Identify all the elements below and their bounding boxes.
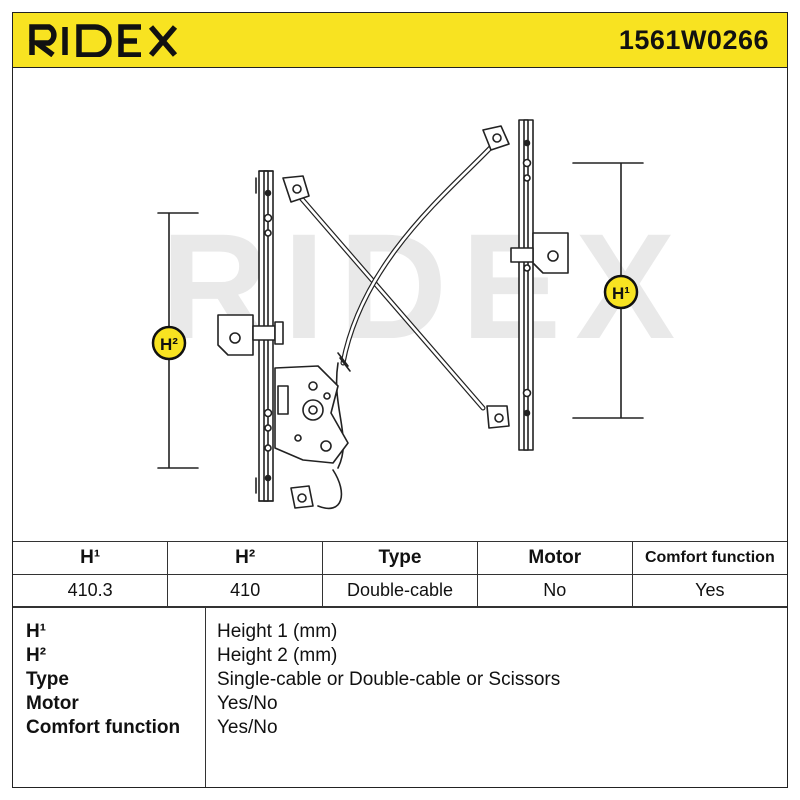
value-type: Double-cable: [322, 574, 478, 607]
product-sheet: 1561W0266 RIDEX: [12, 12, 788, 788]
h2-label: H²: [160, 335, 178, 354]
drive-unit: [274, 352, 351, 464]
col-h2: H²: [167, 541, 324, 575]
legend-key: Comfort function: [26, 717, 181, 738]
legend-row: Type Single-cable or Double-cable or Sci…: [13, 668, 787, 692]
cables: [298, 140, 498, 509]
pulleys: [282, 125, 510, 509]
value-motor: No: [476, 574, 633, 607]
col-type: Type: [322, 541, 478, 575]
regulator-svg: RIDEX: [151, 119, 675, 509]
value-comfort-function: Yes: [631, 574, 787, 607]
spec-header-row: H¹ H² Type Motor Comfort function: [13, 541, 787, 575]
legend-value: Height 1 (mm): [217, 621, 338, 642]
legend-row: Comfort function Yes/No: [13, 716, 787, 740]
legend-value: Single-cable or Double-cable or Scissors: [217, 669, 561, 690]
part-number: 1561W0266: [618, 25, 769, 55]
right-rail: [518, 119, 534, 451]
value-h2: 410: [167, 574, 324, 607]
col-h1: H¹: [13, 541, 169, 575]
glass-clamp-left: [217, 314, 284, 356]
legend-key: H²: [26, 645, 47, 666]
legend-divider: [205, 608, 206, 787]
ridex-logo: [29, 24, 178, 57]
h2-badge: H²: [151, 325, 187, 361]
window-regulator-drawing: RIDEX: [13, 68, 787, 541]
legend-value: Yes/No: [217, 693, 278, 714]
legend: H¹ Height 1 (mm) H² Height 2 (mm) Type S…: [13, 607, 787, 787]
legend-row: Motor Yes/No: [13, 692, 787, 716]
legend-key: Motor: [26, 693, 79, 714]
legend-row: H² Height 2 (mm): [13, 644, 787, 668]
col-comfort-function: Comfort function: [631, 541, 787, 575]
legend-key: H¹: [26, 621, 47, 642]
header-bar: 1561W0266: [13, 13, 787, 68]
legend-value: Yes/No: [217, 717, 278, 738]
h1-label: H¹: [612, 284, 630, 303]
col-motor: Motor: [476, 541, 633, 575]
legend-key: Type: [26, 669, 69, 690]
legend-row: H¹ Height 1 (mm): [13, 620, 787, 644]
value-h1: 410.3: [13, 574, 169, 607]
h1-badge: H¹: [603, 274, 639, 310]
spec-value-row: 410.3 410 Double-cable No Yes: [13, 574, 787, 607]
legend-value: Height 2 (mm): [217, 645, 338, 666]
spec-table: H¹ H² Type Motor Comfort function 410.3 …: [13, 541, 787, 607]
glass-clamp-right: [510, 232, 569, 274]
